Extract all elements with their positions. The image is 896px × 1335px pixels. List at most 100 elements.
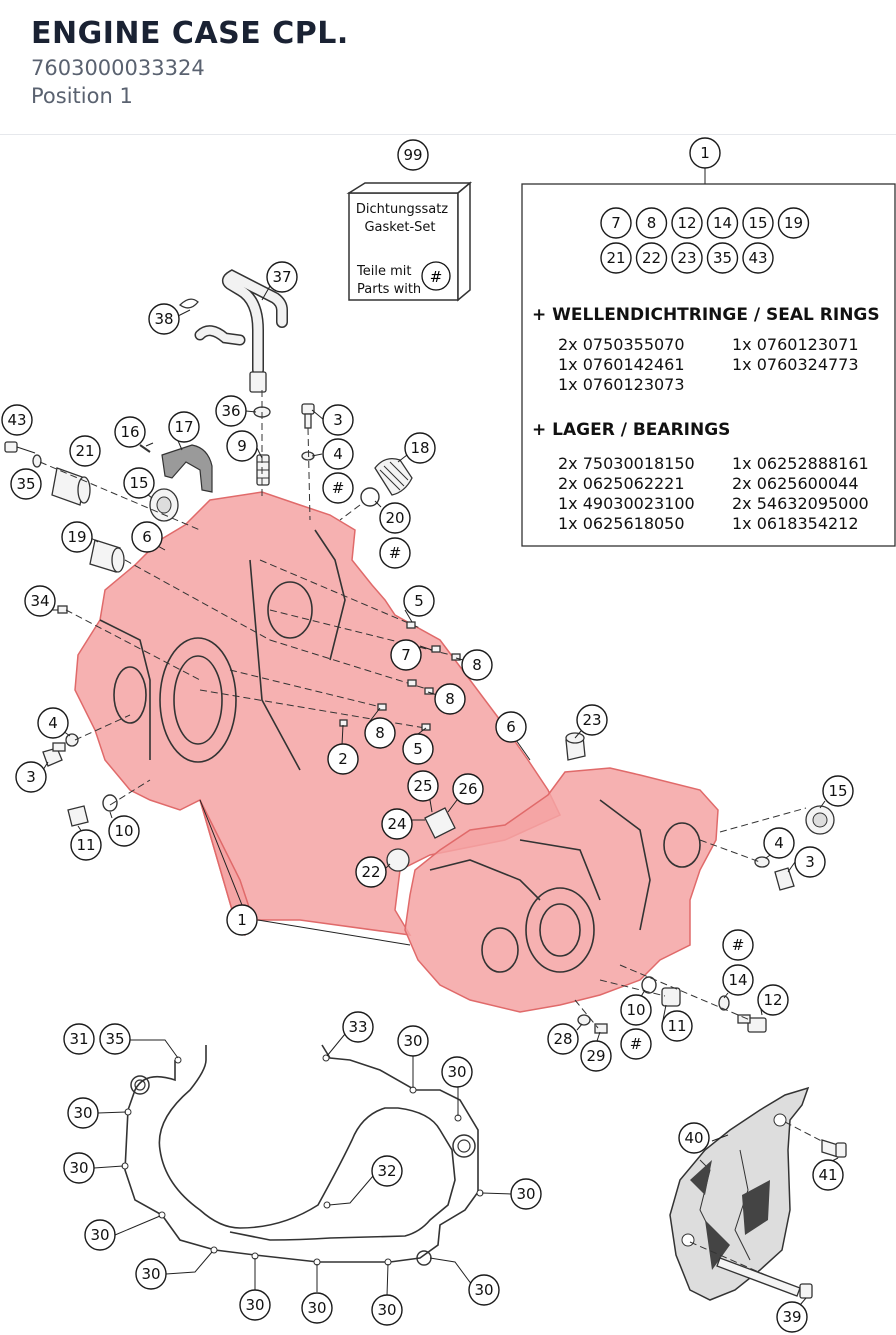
callout-39[interactable]: 39 bbox=[776, 1301, 808, 1333]
gasket-set-box[interactable]: Dichtungssatz Gasket-Set Teile mit Parts… bbox=[346, 181, 473, 302]
callout-10[interactable]: 10 bbox=[108, 815, 140, 847]
callout-5[interactable]: 5 bbox=[403, 585, 435, 617]
callout-hash[interactable]: # bbox=[722, 929, 754, 961]
callout-hash[interactable]: # bbox=[322, 472, 354, 504]
callout-41[interactable]: 41 bbox=[812, 1159, 844, 1191]
callout-15[interactable]: 15 bbox=[822, 775, 854, 807]
included-part-21[interactable]: 21 bbox=[600, 242, 632, 274]
callout-43[interactable]: 43 bbox=[1, 404, 33, 436]
screw-top-3[interactable] bbox=[301, 403, 315, 429]
callout-7[interactable]: 7 bbox=[390, 639, 422, 671]
included-part-15[interactable]: 15 bbox=[742, 207, 774, 239]
screw-43[interactable] bbox=[4, 441, 36, 454]
sprocket-cover-40[interactable] bbox=[669, 1086, 810, 1301]
callout-30[interactable]: 30 bbox=[510, 1178, 542, 1210]
callout-15[interactable]: 15 bbox=[123, 467, 155, 499]
callout-6[interactable]: 6 bbox=[131, 521, 163, 553]
included-part-14[interactable]: 14 bbox=[706, 207, 739, 239]
case-gasket[interactable] bbox=[124, 1044, 479, 1266]
callout-40[interactable]: 40 bbox=[678, 1122, 710, 1154]
callout-26[interactable]: 26 bbox=[452, 773, 484, 805]
bushing-19[interactable] bbox=[89, 539, 125, 573]
callout-20[interactable]: 20 bbox=[379, 502, 411, 534]
breather-18[interactable] bbox=[374, 457, 413, 496]
callout-3[interactable]: 3 bbox=[794, 846, 826, 878]
included-part-12[interactable]: 12 bbox=[671, 207, 703, 239]
bracket-17[interactable] bbox=[161, 444, 213, 493]
callout-30[interactable]: 30 bbox=[468, 1274, 500, 1306]
callout-30[interactable]: 30 bbox=[371, 1294, 403, 1326]
callout-29[interactable]: 29 bbox=[580, 1040, 612, 1072]
oil-line-pipe[interactable] bbox=[194, 269, 288, 393]
callout-info-box-1[interactable]: 1 bbox=[689, 137, 721, 169]
callout-38[interactable]: 38 bbox=[148, 303, 180, 335]
callout-17[interactable]: 17 bbox=[168, 411, 200, 443]
callout-30[interactable]: 30 bbox=[135, 1258, 167, 1290]
callout-2[interactable]: 2 bbox=[327, 743, 359, 775]
callout-8[interactable]: 8 bbox=[461, 649, 493, 681]
callout-19[interactable]: 19 bbox=[61, 521, 93, 553]
clip-24-25-26[interactable] bbox=[424, 807, 456, 839]
callout-3[interactable]: 3 bbox=[15, 761, 47, 793]
bushing-23[interactable] bbox=[565, 732, 586, 761]
screw-28-29[interactable] bbox=[577, 1014, 608, 1034]
bushing-22[interactable] bbox=[386, 848, 410, 872]
included-part-43[interactable]: 43 bbox=[742, 242, 774, 274]
callout-30[interactable]: 30 bbox=[397, 1025, 429, 1057]
callout-22[interactable]: 22 bbox=[355, 856, 387, 888]
seal-ring-15-left[interactable] bbox=[149, 488, 179, 522]
callout-33[interactable]: 33 bbox=[342, 1011, 374, 1043]
callout-31[interactable]: 31 bbox=[63, 1023, 95, 1055]
callout-24[interactable]: 24 bbox=[381, 808, 413, 840]
seal-ring-15-right[interactable] bbox=[805, 805, 835, 835]
callout-25[interactable]: 25 bbox=[407, 770, 439, 802]
bolt-left-3[interactable] bbox=[42, 742, 66, 767]
callout-4[interactable]: 4 bbox=[322, 438, 354, 470]
callout-11[interactable]: 11 bbox=[70, 829, 102, 861]
callout-4[interactable]: 4 bbox=[37, 707, 69, 739]
callout-hash[interactable]: # bbox=[379, 537, 411, 569]
callout-30[interactable]: 30 bbox=[239, 1289, 271, 1321]
callout-28[interactable]: 28 bbox=[547, 1023, 579, 1055]
included-part-35[interactable]: 35 bbox=[706, 242, 739, 274]
callout-3[interactable]: 3 bbox=[322, 404, 354, 436]
callout-9[interactable]: 9 bbox=[226, 430, 258, 462]
banjo-bolt-9[interactable] bbox=[256, 454, 270, 486]
bolt-right-3[interactable] bbox=[774, 867, 795, 891]
callout-35[interactable]: 35 bbox=[10, 468, 42, 500]
callout-21[interactable]: 21 bbox=[69, 435, 101, 467]
callout-10[interactable]: 10 bbox=[620, 994, 652, 1026]
callout-5[interactable]: 5 bbox=[402, 733, 434, 765]
callout-35[interactable]: 35 bbox=[99, 1023, 131, 1055]
plug-right-12[interactable] bbox=[737, 1014, 767, 1033]
plug-left-11[interactable] bbox=[67, 805, 89, 827]
bolt-39[interactable] bbox=[689, 1241, 813, 1299]
callout-hash[interactable]: # bbox=[620, 1028, 652, 1060]
callout-34[interactable]: 34 bbox=[24, 585, 56, 617]
callout-11[interactable]: 11 bbox=[661, 1010, 693, 1042]
included-part-23[interactable]: 23 bbox=[671, 242, 703, 274]
callout-30[interactable]: 30 bbox=[441, 1056, 473, 1088]
callout-12[interactable]: 12 bbox=[757, 984, 789, 1016]
callout-14[interactable]: 14 bbox=[722, 964, 754, 996]
bolt-41[interactable] bbox=[784, 1121, 847, 1158]
callout-4[interactable]: 4 bbox=[763, 827, 795, 859]
callout-36[interactable]: 36 bbox=[215, 395, 247, 427]
included-part-22[interactable]: 22 bbox=[635, 242, 668, 274]
included-part-8[interactable]: 8 bbox=[635, 207, 668, 239]
callout-30[interactable]: 30 bbox=[63, 1152, 95, 1184]
bushing-21[interactable] bbox=[51, 467, 91, 506]
callout-6[interactable]: 6 bbox=[495, 711, 527, 743]
callout-8[interactable]: 8 bbox=[364, 717, 396, 749]
callout-18[interactable]: 18 bbox=[404, 432, 436, 464]
callout-1[interactable]: 1 bbox=[226, 904, 258, 936]
callout-16[interactable]: 16 bbox=[114, 416, 146, 448]
callout-30[interactable]: 30 bbox=[67, 1097, 99, 1129]
callout-30[interactable]: 30 bbox=[301, 1292, 333, 1324]
callout-gasket-set-99[interactable]: 99 bbox=[397, 139, 429, 171]
callout-8[interactable]: 8 bbox=[434, 683, 466, 715]
callout-37[interactable]: 37 bbox=[266, 261, 298, 293]
included-part-7[interactable]: 7 bbox=[600, 207, 632, 239]
plug-right-11[interactable] bbox=[661, 987, 681, 1007]
callout-32[interactable]: 32 bbox=[371, 1155, 403, 1187]
